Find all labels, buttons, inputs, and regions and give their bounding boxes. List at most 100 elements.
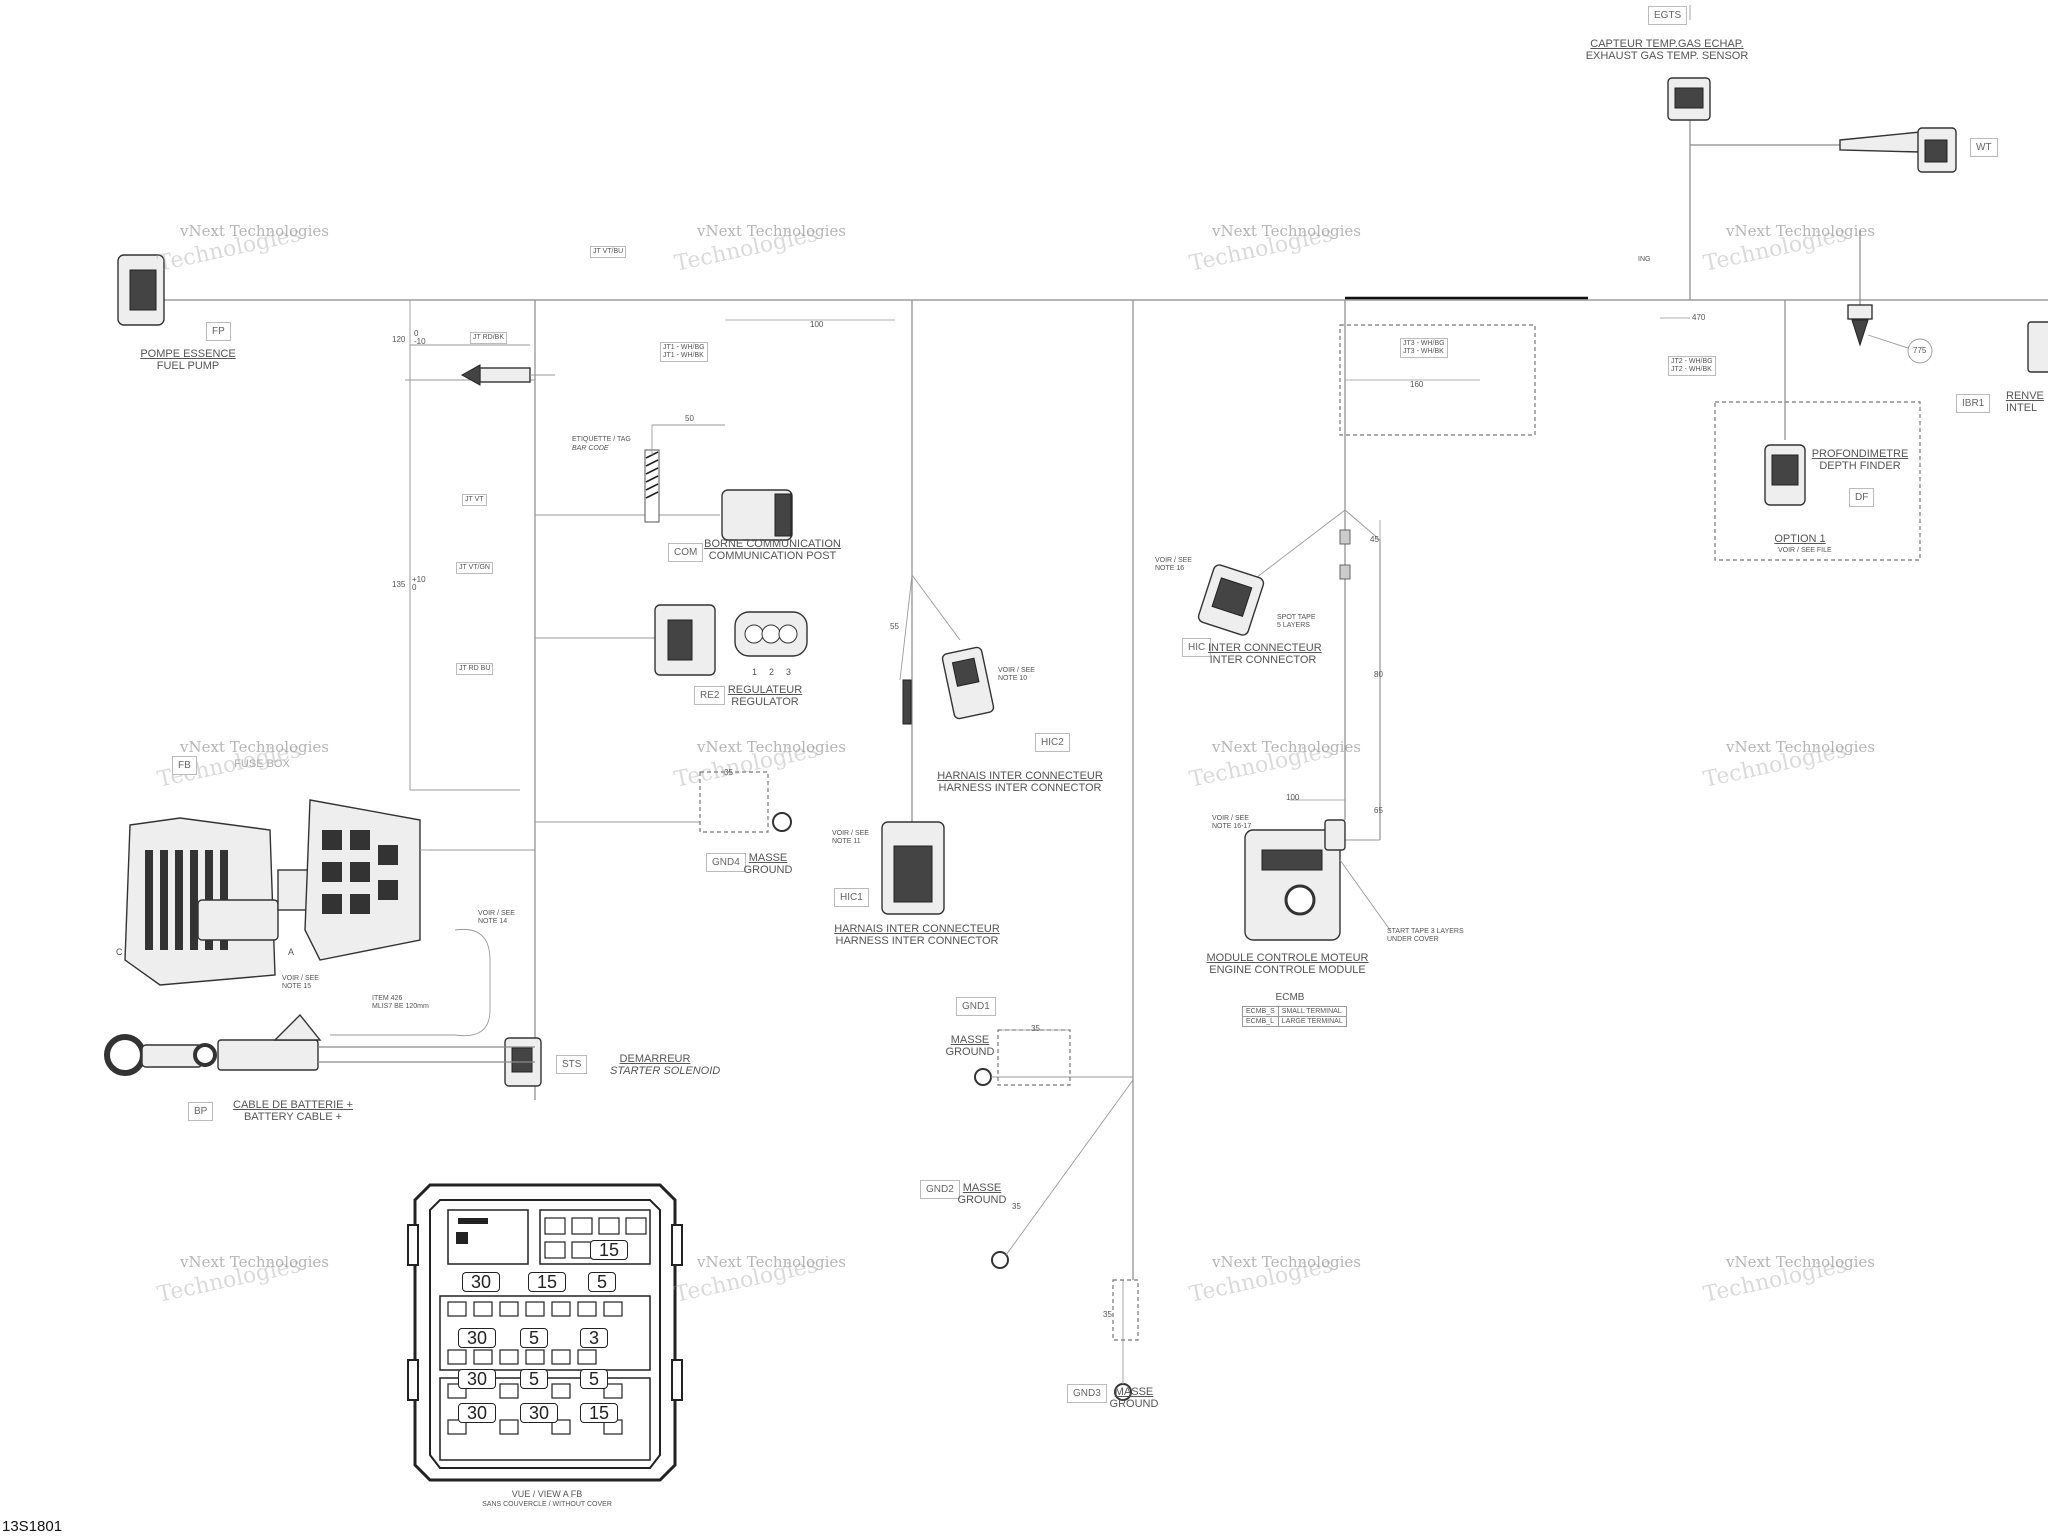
fuse-box-icon [124,799,430,986]
hic1-connector-icon [881,821,945,915]
regulator-connector-icon [654,604,716,676]
depth-finder-label-en: DEPTH FINDER [1819,460,1901,472]
ecm-label-fr: MODULE CONTROLE MOTEUR [1206,952,1369,964]
note-start-tape: START TAPE 3 LAYERS UNDER COVER [1387,928,1464,943]
hic-code: HIC [1182,638,1212,657]
note-16: VOIR / SEE NOTE 16 [1155,557,1192,572]
ecm-terminal-code: ECMB_S [1242,1006,1279,1017]
ecm-connector-icon [1244,819,1346,941]
fuse-30: 30 [458,1328,497,1348]
gnd1-label: MASSE GROUND [940,1034,1000,1058]
egts-code: EGTS [1648,6,1688,25]
wire-tag-jt1: JT1 - WH/BG JT1 - WH/BK [660,342,708,362]
note-spot-tape: SPOT TAPE 5 LAYERS [1277,614,1316,629]
depth-finder-connector-icon [1764,444,1806,506]
figure-id: 13S1801 [2,1518,63,1535]
regulator-pin-3: 3 [786,667,792,677]
ecm-terminal-code: ECMB_L [1242,1016,1279,1027]
hic1-label-fr: HARNAIS INTER CONNECTEUR [834,923,1000,935]
ecm-terminal-desc: LARGE TERMINAL [1277,1016,1347,1027]
communication-post-label: BORNE COMMUNICATION COMMUNICATION POST [700,538,845,562]
option-label-text: OPTION 1 [1774,533,1826,545]
fuse-30: 30 [458,1369,497,1389]
gnd2-label-fr: MASSE [962,1182,1002,1194]
battery-cable-label-fr: CABLE DE BATTERIE + [233,1099,353,1111]
fuse-30: 30 [458,1403,497,1423]
wire-tag-jt-vt: JT VT [462,494,487,506]
dim-50: 50 [685,414,694,423]
note-barcode-text: BAR CODE [572,445,609,452]
starter-solenoid-label-en: STARTER SOLENOID [610,1065,721,1077]
wt-code: WT [1970,138,1998,157]
communication-post-label-en: COMMUNICATION POST [708,550,837,562]
temp-sensor-icon [1847,304,1873,347]
hic2-label-en: HARNESS INTER CONNECTOR [938,782,1102,794]
point-a: A [288,947,295,957]
note-10: VOIR / SEE NOTE 10 [998,667,1035,682]
fuse-15: 15 [528,1272,567,1292]
starter-solenoid-label-fr: DEMARREUR [619,1053,691,1065]
ecm-terminal-table: ECMB_S SMALL TERMINAL ECMB_L LARGE TERMI… [1242,1006,1347,1027]
gnd3-code: GND3 [1067,1384,1107,1403]
egts-sensor-icon [1667,77,1711,121]
wire-tag-jt2: JT2 - WH/BG JT2 - WH/BK [1668,356,1716,376]
ibr1-label: RENVE INTEL [2006,390,2044,414]
fuse-3: 3 [580,1328,609,1348]
dim-35-gnd1: 35 [1031,1024,1040,1033]
dim-35-gnd4: 35 [724,768,733,777]
dim-45: 45 [1370,535,1379,544]
dim-100: 100 [810,320,824,329]
ibr1-label-fr: RENVE [2006,390,2044,402]
depth-finder-label: PROFONDIMETRE DEPTH FINDER [1810,448,1910,472]
battery-cable-icon [104,1013,535,1076]
dim-55: 55 [890,622,899,631]
inter-connector-label-fr: INTER CONNECTEUR [1208,642,1322,654]
fb-code: FB [172,756,197,775]
regulator-label: REGULATEUR REGULATOR [725,684,805,708]
fuse-5: 5 [520,1328,549,1348]
starter-solenoid-label: DEMARREUR STARTER SOLENOID [610,1053,720,1077]
fuse-5: 5 [588,1272,617,1292]
view-a-caption: VUE / VIEW A FB SANS COUVERCLE / WITHOUT… [452,1490,642,1509]
hic1-code: HIC1 [834,888,869,907]
note-15: VOIR / SEE NOTE 15 [282,975,319,990]
hic1-label: HARNAIS INTER CONNECTEUR HARNESS INTER C… [828,923,1006,947]
regulator-label-fr: REGULATEUR [727,684,803,696]
egts-label: CAPTEUR TEMP.GAS ECHAP. EXHAUST GAS TEMP… [1582,38,1752,62]
gnd3-label-en: GROUND [1109,1398,1159,1410]
wire-tag-jt-rd-bu: JT RD BU [456,663,494,675]
fuse-probe-icon [460,364,555,386]
ecm-label-en: ENGINE CONTROLE MODULE [1209,964,1366,976]
fuse-30: 30 [520,1403,559,1423]
fuel-pump-label-fr: POMPE ESSENCE [140,348,236,360]
note-ing: ING [1638,256,1651,263]
ecm-code: ECMB [1275,992,1305,1003]
inter-connector-icon [1197,564,1265,636]
table-row: ECMB_L LARGE TERMINAL [1242,1016,1347,1027]
dim-120-tolerance: 0 -10 [414,329,426,346]
communication-post-connector-icon [721,489,793,541]
view-a-title: VUE / VIEW A FB [511,1489,583,1499]
egts-label-fr: CAPTEUR TEMP.GAS ECHAP. [1590,38,1744,50]
regulator-pin-2: 2 [769,667,775,677]
gnd4-code: GND4 [706,853,746,872]
note-tag-text: ETIQUETTE / TAG [572,436,631,443]
note-item-426: ITEM 426 MLIS7 BE 120mm [372,995,429,1010]
fuse-5: 5 [520,1369,549,1389]
ecm-terminal-desc: SMALL TERMINAL [1277,1006,1347,1017]
ibr1-connector-icon [2027,321,2048,373]
view-a-subtitle: SANS COUVERCLE / WITHOUT COVER [482,1501,612,1508]
fuse-5: 5 [580,1369,609,1389]
wire-tag-jt-vt-bu: JT VT/BU [590,246,627,258]
inter-connector-label-en: INTER CONNECTOR [1209,654,1317,666]
sts-code: STS [556,1055,588,1074]
dim-775: 775 [1913,346,1927,355]
dim-135-tolerance: +10 0 [412,575,426,592]
table-row: ECMB_S SMALL TERMINAL [1242,1006,1347,1017]
regulator-label-en: REGULATOR [731,696,799,708]
fuel-pump-label: POMPE ESSENCE FUEL PUMP [128,348,248,372]
point-c: C [116,947,123,957]
hic2-connector-icon [941,646,995,720]
hic2-label: HARNAIS INTER CONNECTEUR HARNESS INTER C… [935,770,1105,794]
fb-label: FUSE BOX [234,758,290,770]
